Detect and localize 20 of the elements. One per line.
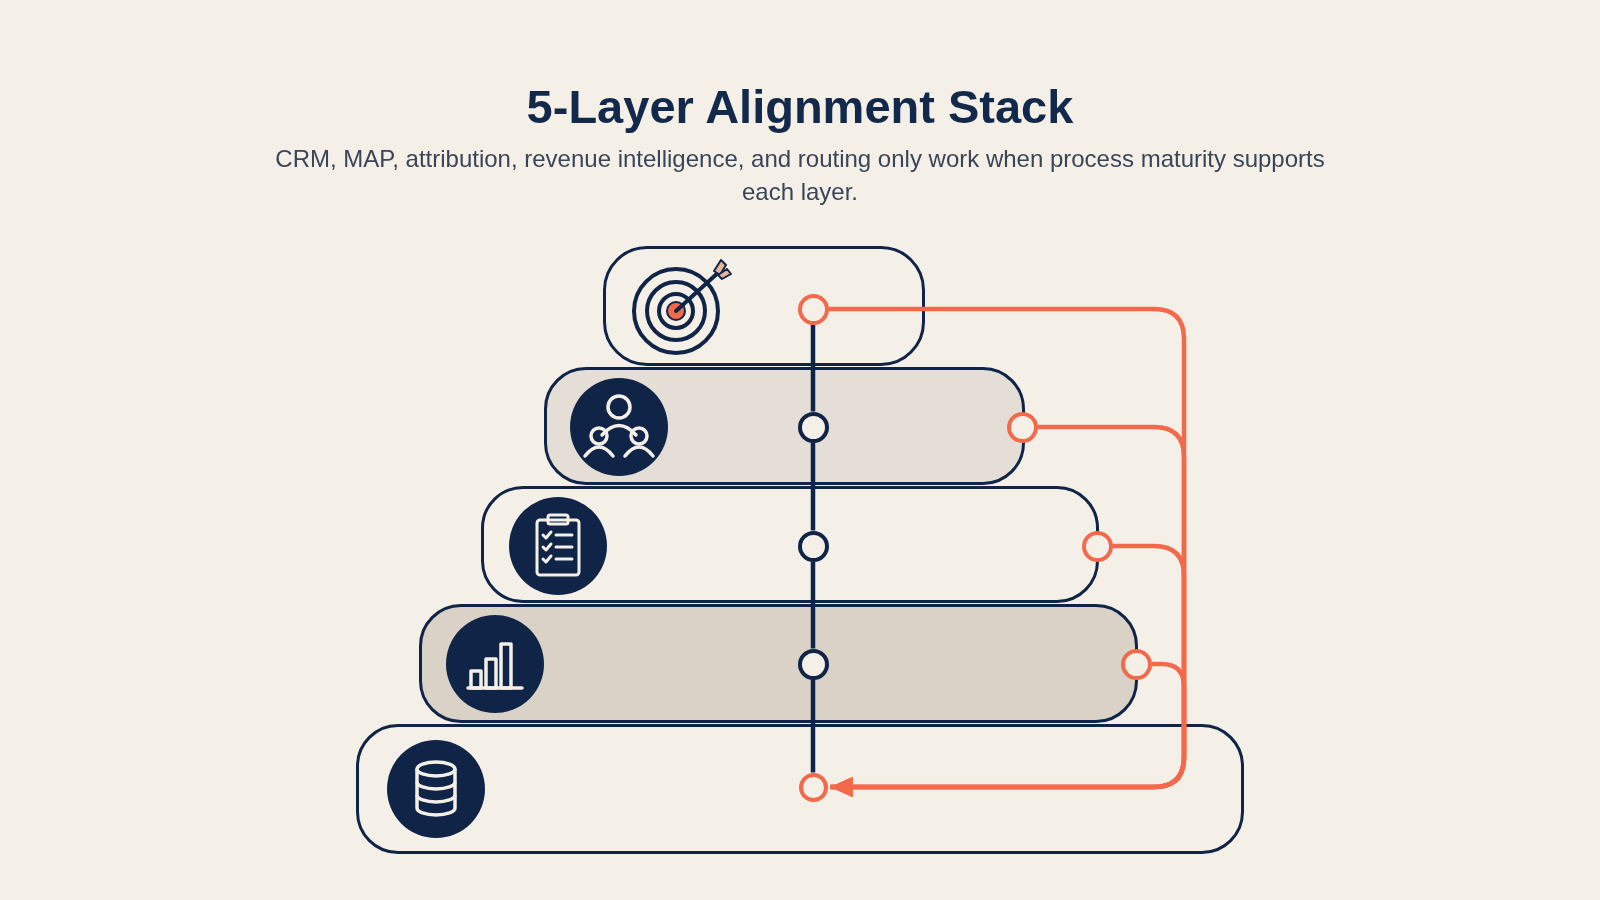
junction-circle <box>797 411 829 443</box>
arrow <box>830 661 1187 797</box>
connector-line <box>810 442 816 531</box>
subtitle: CRM, MAP, attribution, revenue intelligence, and routing only work when process maturity supports each layer. <box>274 144 1326 207</box>
stack-layer <box>481 486 1099 603</box>
stack-layer <box>544 367 1025 485</box>
connector-line <box>810 324 816 412</box>
title: 5-Layer Alignment Stack <box>526 80 1074 134</box>
junction-circle <box>1006 411 1038 443</box>
junction-circle <box>798 772 828 802</box>
junction-circle <box>797 293 829 325</box>
junction-circle <box>797 648 829 680</box>
stack-layer <box>419 604 1138 723</box>
connector-line <box>810 679 816 773</box>
stack-layer <box>603 246 925 366</box>
connector-line <box>810 561 816 649</box>
stack-layer <box>356 724 1244 854</box>
junction-circle <box>1120 648 1152 680</box>
junction-circle <box>797 530 829 562</box>
junction-circle <box>1081 530 1113 562</box>
